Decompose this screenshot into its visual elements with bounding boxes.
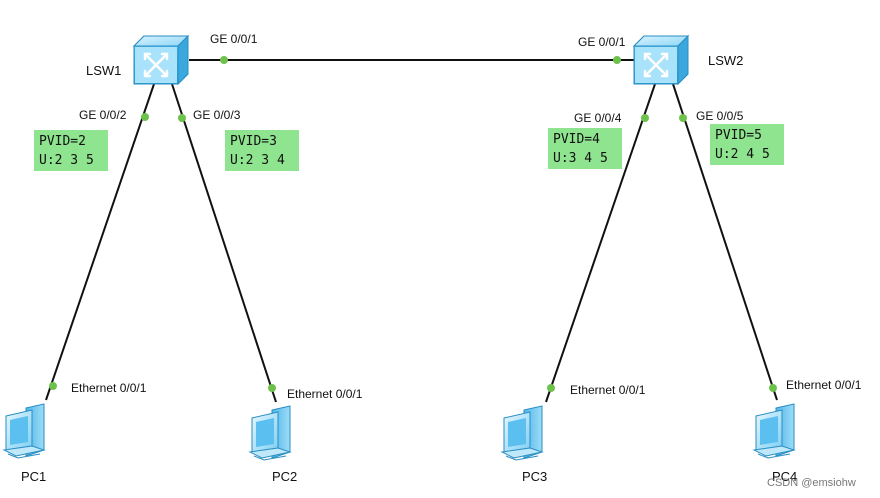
port-dot — [268, 384, 276, 392]
pc2-icon[interactable] — [249, 405, 291, 461]
port-dot — [141, 113, 149, 121]
pvid-text: PVID=5 — [715, 128, 762, 143]
port-dot — [178, 114, 186, 122]
lsw1-switch-icon[interactable] — [132, 34, 190, 86]
untagged-text: U:2 4 5 — [715, 147, 770, 162]
port-label-ge002: GE 0/0/2 — [79, 108, 127, 122]
link-lsw2-pc3 — [545, 83, 656, 403]
port-label-ge003: GE 0/0/3 — [193, 108, 241, 122]
pc1-label: PC1 — [21, 469, 47, 484]
pc2-port-label: Ethernet 0/0/1 — [287, 387, 363, 401]
port-label-ge004: GE 0/0/4 — [574, 111, 622, 125]
pc3-icon[interactable] — [501, 405, 543, 461]
pc1-port-label: Ethernet 0/0/1 — [71, 381, 147, 395]
port-dot — [679, 114, 687, 122]
port-dot — [613, 56, 621, 64]
port-dot — [220, 56, 228, 64]
port-dot — [769, 384, 777, 392]
port-dot — [547, 384, 555, 392]
port-dot — [641, 114, 649, 122]
watermark: CSDN @emsiohw — [767, 477, 856, 489]
link-lsw2-pc4 — [672, 83, 778, 401]
link-lsw1-pc1 — [45, 83, 155, 401]
lsw1-label: LSW1 — [86, 63, 122, 78]
lsw2-trunk-port-label: GE 0/0/1 — [578, 35, 626, 49]
pc2-label: PC2 — [272, 469, 298, 484]
pvid-text: PVID=4 — [553, 132, 600, 147]
vlan-box-ge002: PVID=2 U:2 3 5 — [34, 130, 108, 171]
pc4-port-label: Ethernet 0/0/1 — [786, 378, 862, 392]
port-dot — [49, 382, 57, 390]
pvid-text: PVID=3 — [230, 134, 277, 149]
vlan-box-ge005: PVID=5 U:2 4 5 — [710, 124, 784, 165]
untagged-text: U:3 4 5 — [553, 151, 608, 166]
link-lsw1-pc2 — [171, 83, 277, 403]
pc4-label: PC4 — [772, 469, 798, 484]
lsw1-trunk-port-label: GE 0/0/1 — [210, 32, 258, 46]
vlan-box-ge003: PVID=3 U:2 3 4 — [225, 130, 299, 171]
pc4-icon[interactable] — [753, 403, 795, 459]
port-label-ge005: GE 0/0/5 — [696, 109, 744, 123]
pc3-port-label: Ethernet 0/0/1 — [570, 383, 646, 397]
untagged-text: U:2 3 5 — [39, 153, 94, 168]
pc3-label: PC3 — [522, 469, 548, 484]
pc1-icon[interactable] — [3, 403, 45, 459]
lsw2-label: LSW2 — [708, 53, 744, 68]
lsw2-switch-icon[interactable] — [632, 34, 690, 86]
vlan-box-ge004: PVID=4 U:3 4 5 — [548, 128, 622, 169]
pvid-text: PVID=2 — [39, 134, 86, 149]
untagged-text: U:2 3 4 — [230, 153, 285, 168]
